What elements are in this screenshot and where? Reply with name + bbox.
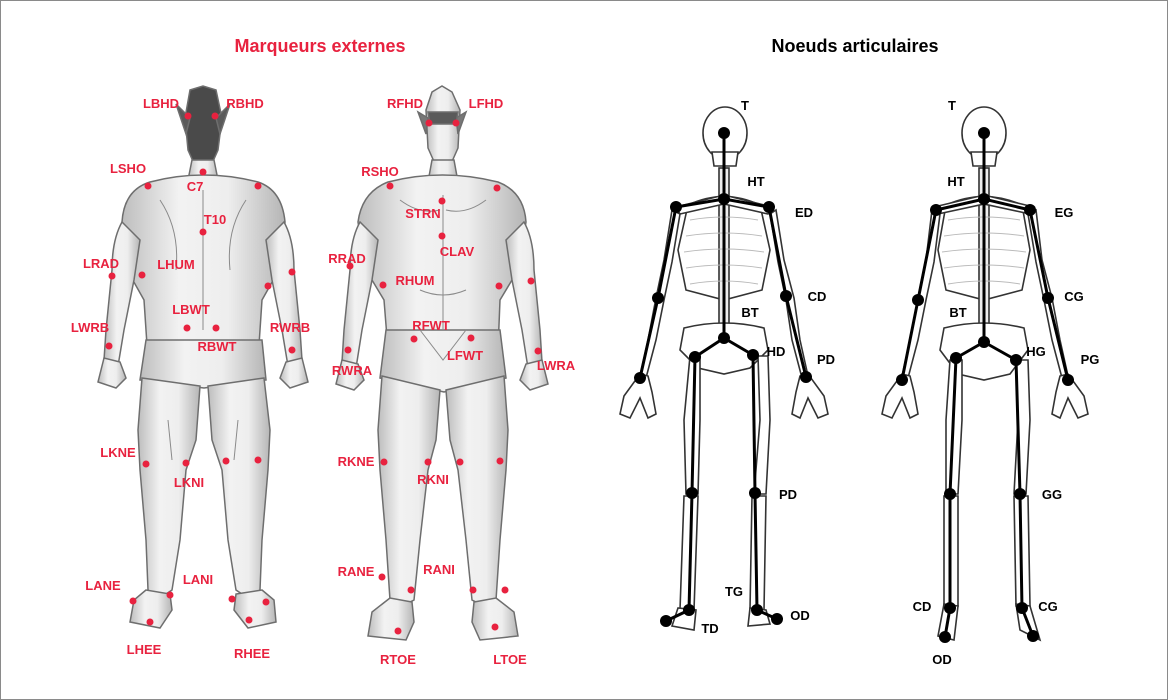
marker-label-strn: STRN <box>405 206 440 221</box>
marker-label-rfwt: RFWT <box>412 318 450 333</box>
node-ht-back <box>718 193 730 205</box>
joint-links-back <box>640 133 806 621</box>
node-label-hd: HD <box>767 344 786 359</box>
node-label-pg: PG <box>1081 352 1100 367</box>
marker-label-lfwt: LFWT <box>447 348 483 363</box>
marker-label-lane: LANE <box>85 578 121 593</box>
node-ht-front <box>978 193 990 205</box>
marker-label-c7: C7 <box>187 179 204 194</box>
node-od-back <box>771 613 783 625</box>
marker-label-rkni: RKNI <box>417 472 449 487</box>
title-external-markers: Marqueurs externes <box>234 36 405 56</box>
node-cg-back <box>652 292 664 304</box>
node-og-front <box>1027 630 1039 642</box>
node-label-cg-ankle: CG <box>1038 599 1058 614</box>
node-t-front <box>978 127 990 139</box>
node-hd-back <box>747 349 759 361</box>
marker-label-rhum: RHUM <box>396 273 435 288</box>
marker-label-rani: RANI <box>423 562 455 577</box>
node-label-td: TD <box>701 621 718 636</box>
node-label-ht-front: HT <box>947 174 964 189</box>
marker-label-lbwt: LBWT <box>172 302 210 317</box>
marker-label-rbhd: RBHD <box>226 96 264 111</box>
node-cd-front <box>912 294 924 306</box>
marker-label-lwrb: LWRB <box>71 320 109 335</box>
node-bt-back <box>718 332 730 344</box>
marker-label-clav: CLAV <box>440 244 475 259</box>
node-gg-back <box>686 487 698 499</box>
node-t-back <box>718 127 730 139</box>
node-label-ht-back: HT <box>747 174 764 189</box>
node-label-tg: TG <box>725 584 743 599</box>
marker-label-rhee: RHEE <box>234 646 270 661</box>
marker-label-lbhd: LBHD <box>143 96 179 111</box>
node-label-eg: EG <box>1055 205 1074 220</box>
marker-label-rfhd: RFHD <box>387 96 423 111</box>
node-hg-front <box>1010 354 1022 366</box>
marker-label-lkni: LKNI <box>174 475 204 490</box>
node-label-bt-back: BT <box>741 305 758 320</box>
node-gg-front <box>1014 488 1026 500</box>
node-label-cd-back: CD <box>808 289 827 304</box>
title-joint-nodes: Noeuds articulaires <box>771 36 938 56</box>
node-ed-front <box>930 204 942 216</box>
marker-label-lhum: LHUM <box>157 257 195 272</box>
node-eg-front <box>1024 204 1036 216</box>
node-eg-back <box>670 201 682 213</box>
joint-nodes-front <box>896 127 1074 643</box>
marker-label-lani: LANI <box>183 572 213 587</box>
marker-label-rwra: RWRA <box>332 363 373 378</box>
node-label-pd-hand: PD <box>817 352 835 367</box>
node-hd-front <box>950 352 962 364</box>
marker-label-lwra: LWRA <box>537 358 576 373</box>
node-label-cd-front: CD <box>913 599 932 614</box>
node-gd-front <box>944 488 956 500</box>
node-label-hg: HG <box>1026 344 1046 359</box>
node-label-bt-front: BT <box>949 305 966 320</box>
node-pd-front <box>896 374 908 386</box>
node-cd-ankle-back <box>751 604 763 616</box>
marker-label-lkne: LKNE <box>100 445 136 460</box>
marker-label-lsho: LSHO <box>110 161 146 176</box>
marker-label-rwrb: RWRB <box>270 320 310 335</box>
node-cg-ankle-front <box>1016 602 1028 614</box>
node-ed-back <box>763 201 775 213</box>
node-pd-knee-back <box>749 487 761 499</box>
node-label-t-back: T <box>741 98 749 113</box>
joint-links-front <box>902 133 1068 637</box>
marker-label-t10: T10 <box>204 212 226 227</box>
node-pg-front <box>1062 374 1074 386</box>
marker-label-lfhd: LFHD <box>469 96 504 111</box>
node-cg-front <box>1042 292 1054 304</box>
node-label-cg: CG <box>1064 289 1084 304</box>
joint-nodes-back <box>634 127 812 627</box>
node-pg-back <box>634 372 646 384</box>
marker-label-rane: RANE <box>338 564 375 579</box>
node-cd-ankle-front <box>944 602 956 614</box>
node-od-front <box>939 631 951 643</box>
marker-label-rtoe: RTOE <box>380 652 416 667</box>
node-label-gg: GG <box>1042 487 1062 502</box>
node-label-od-back: OD <box>790 608 810 623</box>
marker-label-rbwt: RBWT <box>198 339 237 354</box>
node-label-ed: ED <box>795 205 813 220</box>
node-label-t-front: T <box>948 98 956 113</box>
node-label-pd-knee: PD <box>779 487 797 502</box>
node-td-back <box>660 615 672 627</box>
marker-label-rrad: RRAD <box>328 251 366 266</box>
node-label-od-front: OD <box>932 652 952 667</box>
marker-label-rkne: RKNE <box>338 454 375 469</box>
marker-label-rsho: RSHO <box>361 164 399 179</box>
node-cd-back <box>780 290 792 302</box>
node-hg-back <box>689 351 701 363</box>
marker-label-lrad: LRAD <box>83 256 119 271</box>
marker-label-ltoe: LTOE <box>493 652 527 667</box>
node-bt-front <box>978 336 990 348</box>
node-cg-ankle-back <box>683 604 695 616</box>
marker-label-lhee: LHEE <box>127 642 162 657</box>
node-pd-hand-back <box>800 371 812 383</box>
